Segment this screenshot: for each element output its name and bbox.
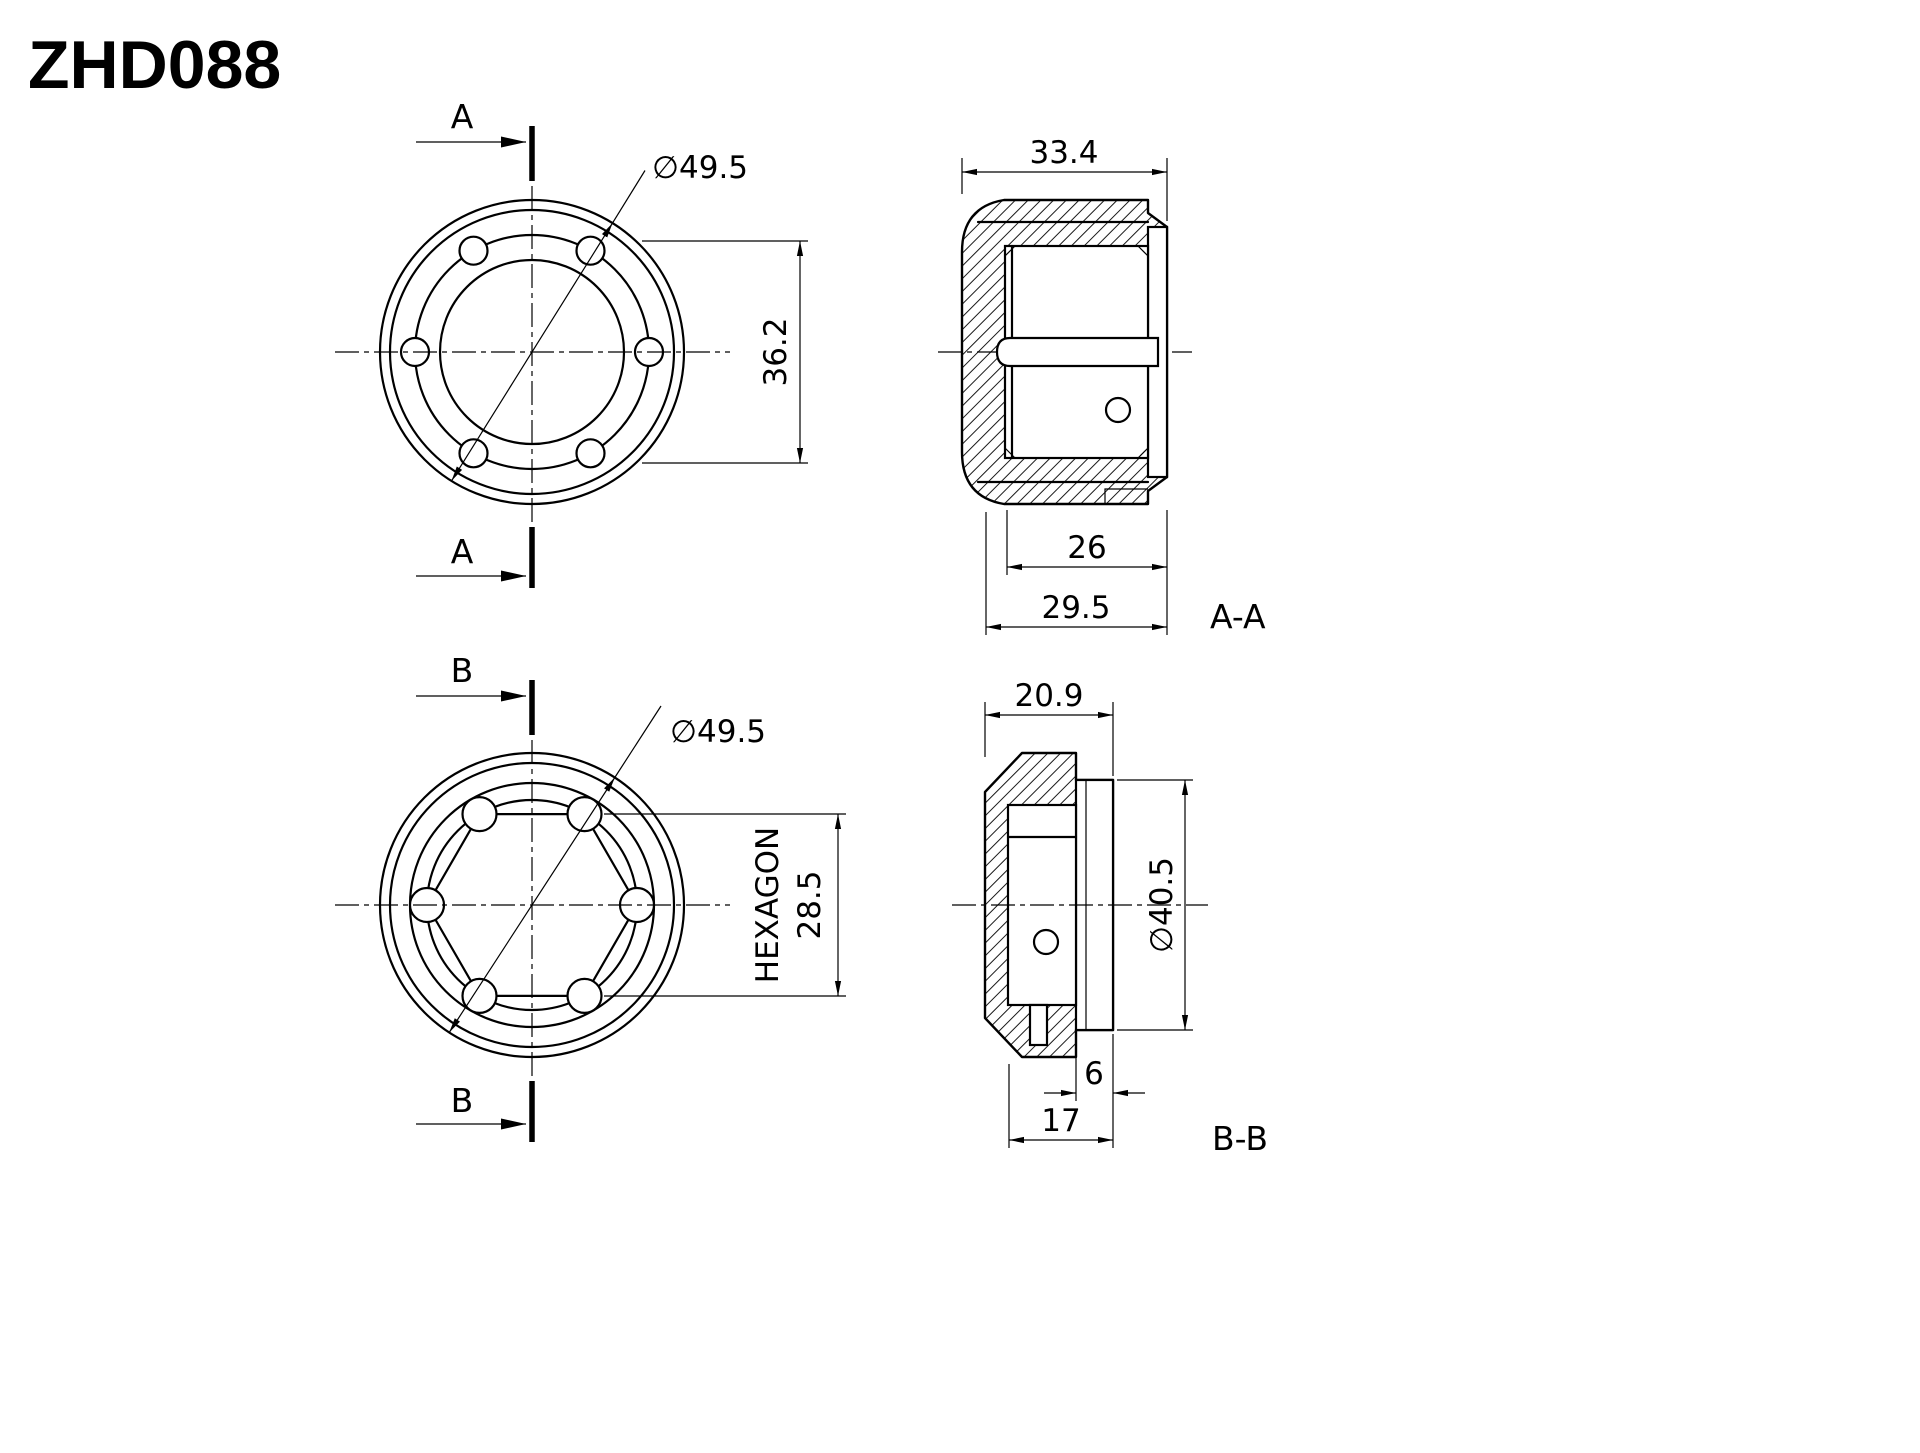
- dim-flange-thickness-label: 6: [1084, 1056, 1104, 1092]
- dim-diameter-label: ∅49.5: [652, 150, 748, 186]
- center-lines: [335, 186, 730, 524]
- front-view-section-a: A A ∅49.5 36.2: [335, 97, 808, 588]
- center-lines: [335, 740, 730, 1076]
- dim-bore-label: 26: [1067, 530, 1106, 566]
- bottom-step-notch: [1104, 488, 1148, 504]
- view-label-b-b: B-B: [1212, 1119, 1268, 1158]
- section-label-b-bottom: B: [451, 1081, 474, 1120]
- flange-diameter-dimension: ∅40.5: [1117, 779, 1193, 1031]
- detent-ball-section: [1032, 928, 1060, 956]
- section-label-a-bottom: A: [451, 532, 474, 571]
- dim-depth-label: 17: [1041, 1103, 1080, 1139]
- part-number: ZHD088: [28, 27, 281, 103]
- section-label-a-top: A: [451, 97, 474, 136]
- across-flats-dimension: HEXAGON 28.5: [604, 813, 846, 997]
- dim-depth-label: 29.5: [1041, 590, 1110, 626]
- overall-width-dimension: 20.9: [984, 678, 1114, 776]
- depth-dimension: 17: [1008, 1064, 1113, 1148]
- dim-overall-width-label: 20.9: [1014, 678, 1083, 714]
- section-view-a-a: 33.4 26 29.5 A-A: [938, 135, 1266, 636]
- diameter-dimension: ∅49.5: [448, 705, 766, 1033]
- section-cut-marks-a: A A: [416, 97, 535, 588]
- dim-overall-width-label: 33.4: [1029, 135, 1098, 171]
- section-label-b-top: B: [451, 651, 474, 690]
- dim-height-label: 36.2: [758, 317, 794, 386]
- height-dimension: 36.2: [642, 240, 808, 464]
- depth-dimension: 29.5: [985, 512, 1167, 635]
- dim-diameter-label: ∅49.5: [670, 714, 766, 750]
- section-cut-marks-b: B B: [416, 651, 535, 1142]
- flange-thickness-dimension: 6: [1044, 1034, 1145, 1148]
- diameter-dimension: ∅49.5: [450, 150, 748, 482]
- cross-bridge: [995, 336, 1160, 368]
- overall-width-dimension: 33.4: [961, 135, 1168, 221]
- dim-across-flats-label: 28.5: [792, 870, 828, 939]
- bottom-slot: [1028, 1003, 1049, 1047]
- front-view-section-b: B B ∅49.5 HEXAGON 28.5: [335, 651, 846, 1142]
- section-view-b-b: 20.9 ∅40.5 6 17 B-B: [952, 678, 1268, 1158]
- corner-chamfer-marks: [1004, 245, 1149, 459]
- detent-ball-section: [1104, 396, 1132, 424]
- bore-dimension: 26: [1006, 510, 1168, 635]
- view-label-a-a: A-A: [1210, 597, 1266, 636]
- dim-flange-diameter-label: ∅40.5: [1144, 857, 1180, 953]
- hexagon-label: HEXAGON: [750, 827, 786, 983]
